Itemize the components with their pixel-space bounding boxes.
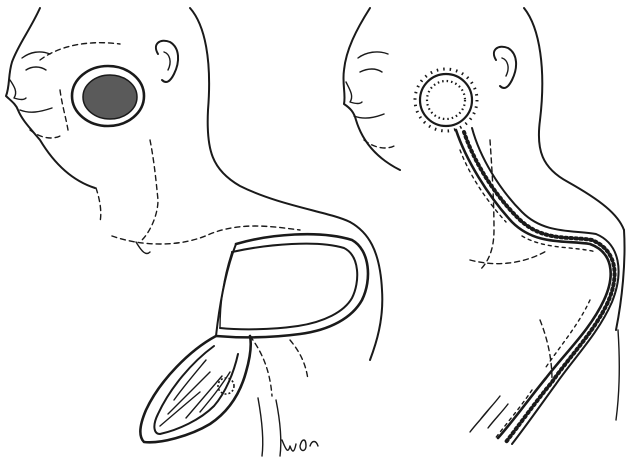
left-ear-inner [164,52,170,70]
right-tube-suture-line [460,150,596,440]
right-back-head [524,8,624,230]
right-head-outline [343,8,400,170]
right-ear-inner [502,58,508,76]
artist-signature [282,440,318,451]
left-neck-front [96,188,101,222]
left-mouth [20,108,52,112]
left-chest-line-2 [276,400,281,456]
left-cheek-line [60,90,68,130]
right-mouth [354,114,384,118]
right-clavicle [470,250,548,264]
left-ear [156,41,178,82]
left-cheek-defect [83,75,137,119]
left-nose [10,80,26,100]
left-scalp-line [40,43,120,60]
right-tube-stipple [464,132,615,442]
right-hatch [470,396,508,432]
right-eye [360,69,382,72]
right-tube-pedicle-outer [456,130,611,438]
left-chest-line [258,398,263,456]
left-back-head [190,8,350,222]
left-flap-left-edge [216,244,236,336]
right-figure [343,8,624,444]
left-axilla [290,340,308,380]
left-donor-leaf-outer [140,336,250,442]
right-ear [494,47,516,88]
right-tube-pedicle-inner [472,128,619,444]
left-jaw-neck [142,140,158,240]
right-arm-line [616,330,619,420]
right-brow [358,52,388,58]
left-donor-midline [250,336,272,396]
right-nose [346,82,362,104]
left-head-outline [6,8,95,188]
signature-mark [282,440,318,451]
left-brow [22,52,50,58]
left-clavicle [112,226,300,244]
left-figure [6,8,382,456]
left-flap-inner [220,244,357,330]
left-eye [26,67,46,70]
